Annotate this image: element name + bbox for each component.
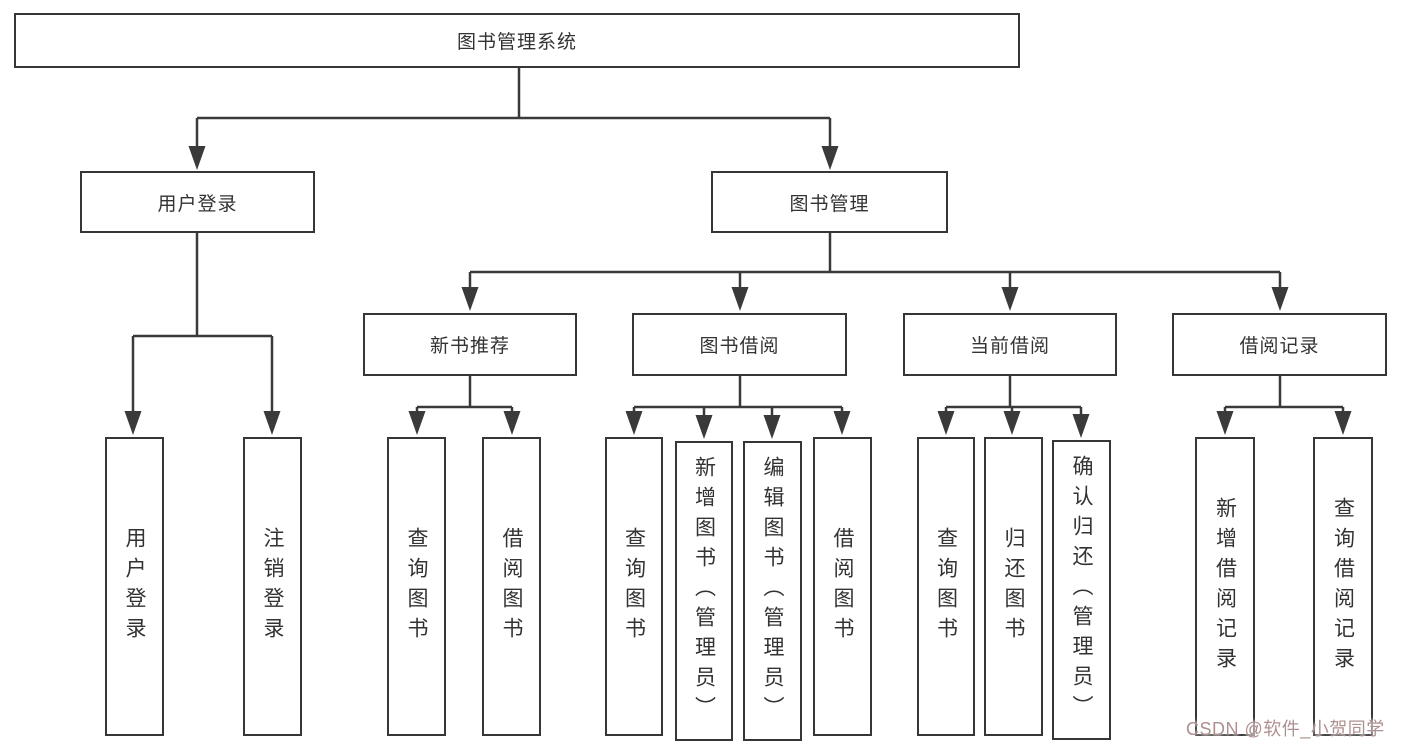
node-borrowing-records: 借阅记录 — [1172, 313, 1387, 376]
connector-records-children — [1223, 376, 1345, 414]
node-label: 图书管理 — [789, 193, 870, 215]
node-label: 编辑图书（管理员） — [761, 456, 784, 726]
arrow-down-icon — [625, 411, 643, 435]
arrow-down-icon — [188, 146, 206, 170]
node-label: 图书管理系统 — [456, 32, 577, 53]
node-book-borrowing: 图书借阅 — [632, 313, 847, 376]
node-library-management-system: 图书管理系统 — [14, 13, 1020, 68]
node-records-add-borrow-record: 新增借阅记录 — [1195, 437, 1255, 736]
node-borrowing-add-book-admin: 新增图书（管理员） — [675, 441, 733, 741]
arrow-down-icon — [1072, 414, 1090, 438]
node-current-query-books: 查询图书 — [917, 437, 975, 736]
connector-book-mgmt-children — [468, 233, 1282, 289]
node-label: 用户登录 — [123, 526, 146, 647]
node-label: 注销登录 — [261, 526, 284, 647]
node-logout: 注销登录 — [243, 437, 302, 736]
arrow-down-icon — [731, 287, 749, 311]
node-borrowing-borrow-books: 借阅图书 — [813, 437, 872, 736]
node-borrowing-query-books: 查询图书 — [605, 437, 663, 736]
arrow-down-icon — [763, 415, 781, 439]
node-label: 查询借阅记录 — [1331, 496, 1355, 677]
node-label: 借阅图书 — [500, 526, 523, 647]
arrow-down-icon — [263, 411, 281, 435]
connector-user-login-children — [131, 233, 274, 413]
node-recommend-query-books: 查询图书 — [387, 437, 446, 736]
arrowheads — [124, 146, 1352, 439]
node-current-borrowing: 当前借阅 — [903, 313, 1117, 376]
node-book-management: 图书管理 — [711, 171, 948, 233]
node-borrowing-edit-book-admin: 编辑图书（管理员） — [743, 441, 802, 741]
arrow-down-icon — [937, 411, 955, 435]
arrow-down-icon — [503, 411, 521, 435]
watermark: CSDN @软件_小贺同学 — [1186, 719, 1385, 739]
node-label: 当前借阅 — [969, 336, 1050, 357]
arrow-down-icon — [408, 411, 426, 435]
node-label: 图书借阅 — [699, 336, 780, 357]
node-label: 新增借阅记录 — [1213, 496, 1237, 677]
arrow-down-icon — [833, 411, 851, 435]
node-records-query-borrow-record: 查询借阅记录 — [1313, 437, 1373, 736]
arrow-down-icon — [1001, 287, 1019, 311]
node-current-return-books: 归还图书 — [984, 437, 1043, 736]
node-current-confirm-return-admin: 确认归还（管理员） — [1052, 440, 1111, 740]
node-user-login: 用户登录 — [80, 171, 315, 233]
node-label: 新增图书（管理员） — [692, 456, 716, 726]
connector-current-children — [944, 376, 1083, 417]
connector-root-to-level2 — [195, 68, 832, 148]
node-label: 查询图书 — [405, 526, 428, 647]
arrow-down-icon — [1216, 411, 1234, 435]
node-recommend-borrow-books: 借阅图书 — [482, 437, 541, 736]
node-label: 归还图书 — [1002, 526, 1025, 647]
arrow-down-icon — [124, 411, 142, 435]
arrow-down-icon — [695, 415, 713, 439]
arrow-down-icon — [1271, 287, 1289, 311]
node-user-login-action: 用户登录 — [105, 437, 164, 736]
arrow-down-icon — [1334, 411, 1352, 435]
node-label: 用户登录 — [157, 193, 238, 215]
node-label: 查询图书 — [622, 526, 646, 647]
node-label: 借阅记录 — [1239, 336, 1320, 357]
node-label: 查询图书 — [934, 526, 958, 647]
node-new-book-recommend: 新书推荐 — [363, 313, 577, 376]
connector-borrowing-children — [632, 376, 844, 418]
node-label: 确认归还（管理员） — [1070, 455, 1093, 725]
arrow-down-icon — [461, 287, 479, 311]
arrow-down-icon — [1003, 411, 1021, 435]
node-label: 新书推荐 — [429, 336, 510, 357]
connector-recommend-children — [415, 376, 514, 414]
node-label: 借阅图书 — [831, 526, 854, 647]
arrow-down-icon — [821, 146, 839, 170]
